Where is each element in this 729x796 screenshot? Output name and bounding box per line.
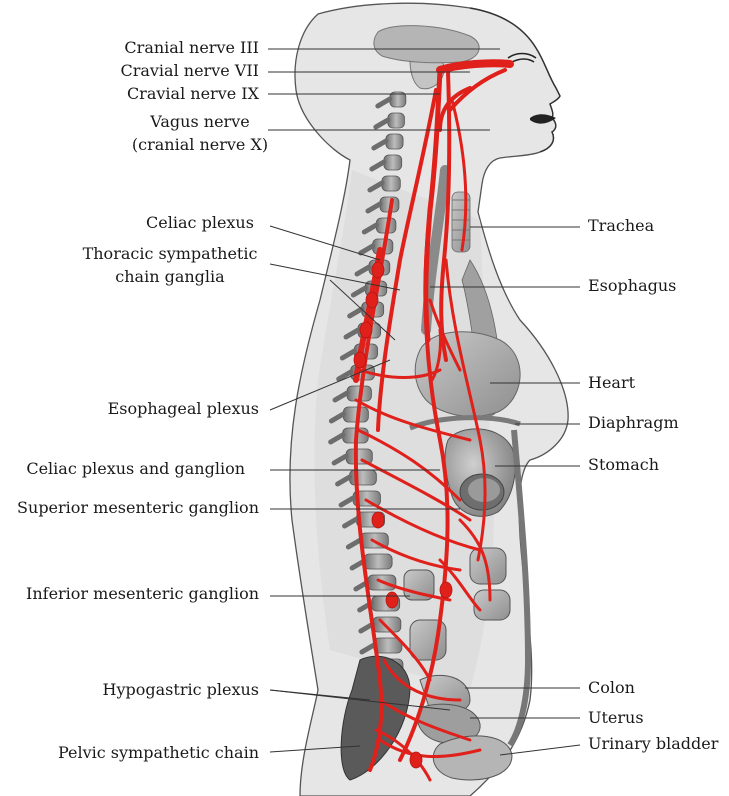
ganglion-node (372, 512, 384, 528)
ganglion-node (360, 322, 372, 338)
label-celiac-plexus: Celiac plexus (120, 213, 280, 232)
vertebra (382, 176, 400, 191)
label-thoracic-chain: Thoracic sympathetic chain ganglia (60, 244, 280, 286)
label-pelvic-sympathetic-chain: Pelvic sympathetic chain (58, 743, 259, 762)
label-superior-mesenteric-ganglion: Superior mesenteric ganglion (17, 498, 259, 517)
label-vagus-nerve: Vagus nerve (cranial nerve X) (120, 112, 280, 154)
label-hypogastric-plexus: Hypogastric plexus (103, 680, 259, 699)
vertebra (373, 617, 401, 632)
ganglion-node (372, 262, 384, 278)
vertebra (364, 554, 392, 569)
label-heart: Heart (588, 373, 635, 392)
label-thoracic-line2: chain ganglia (60, 267, 280, 286)
label-cranial-nerve-iii: Cranial nerve III (124, 38, 259, 57)
label-diaphragm: Diaphragm (588, 413, 679, 432)
label-cranial-nerve-vii: Cravial nerve VII (120, 61, 259, 80)
ganglion-node (366, 292, 378, 308)
ganglion-node (410, 752, 422, 768)
label-uterus: Uterus (588, 708, 644, 727)
vertebra (386, 134, 403, 149)
urinary-bladder-organ (433, 736, 512, 780)
label-urinary-bladder: Urinary bladder (588, 734, 718, 753)
ganglion-node (440, 582, 452, 598)
label-thoracic-line1: Thoracic sympathetic (60, 244, 280, 263)
vertebra (350, 470, 377, 485)
ganglion-node (386, 592, 398, 608)
label-esophagus: Esophagus (588, 276, 676, 295)
label-celiac-plexus-ganglion: Celiac plexus and ganglion (26, 459, 245, 478)
label-stomach: Stomach (588, 455, 659, 474)
label-cranial-nerve-ix: Cravial nerve IX (127, 84, 259, 103)
vertebra (388, 113, 405, 128)
label-vagus-nerve-line1: Vagus nerve (120, 112, 280, 131)
label-colon: Colon (588, 678, 635, 697)
label-esophageal-plexus: Esophageal plexus (108, 399, 259, 418)
label-trachea: Trachea (588, 216, 654, 235)
label-inferior-mesenteric-ganglion: Inferior mesenteric ganglion (26, 584, 259, 603)
ganglion-node (354, 352, 366, 368)
label-vagus-nerve-line2: (cranial nerve X) (120, 135, 280, 154)
vertebra (384, 155, 402, 170)
